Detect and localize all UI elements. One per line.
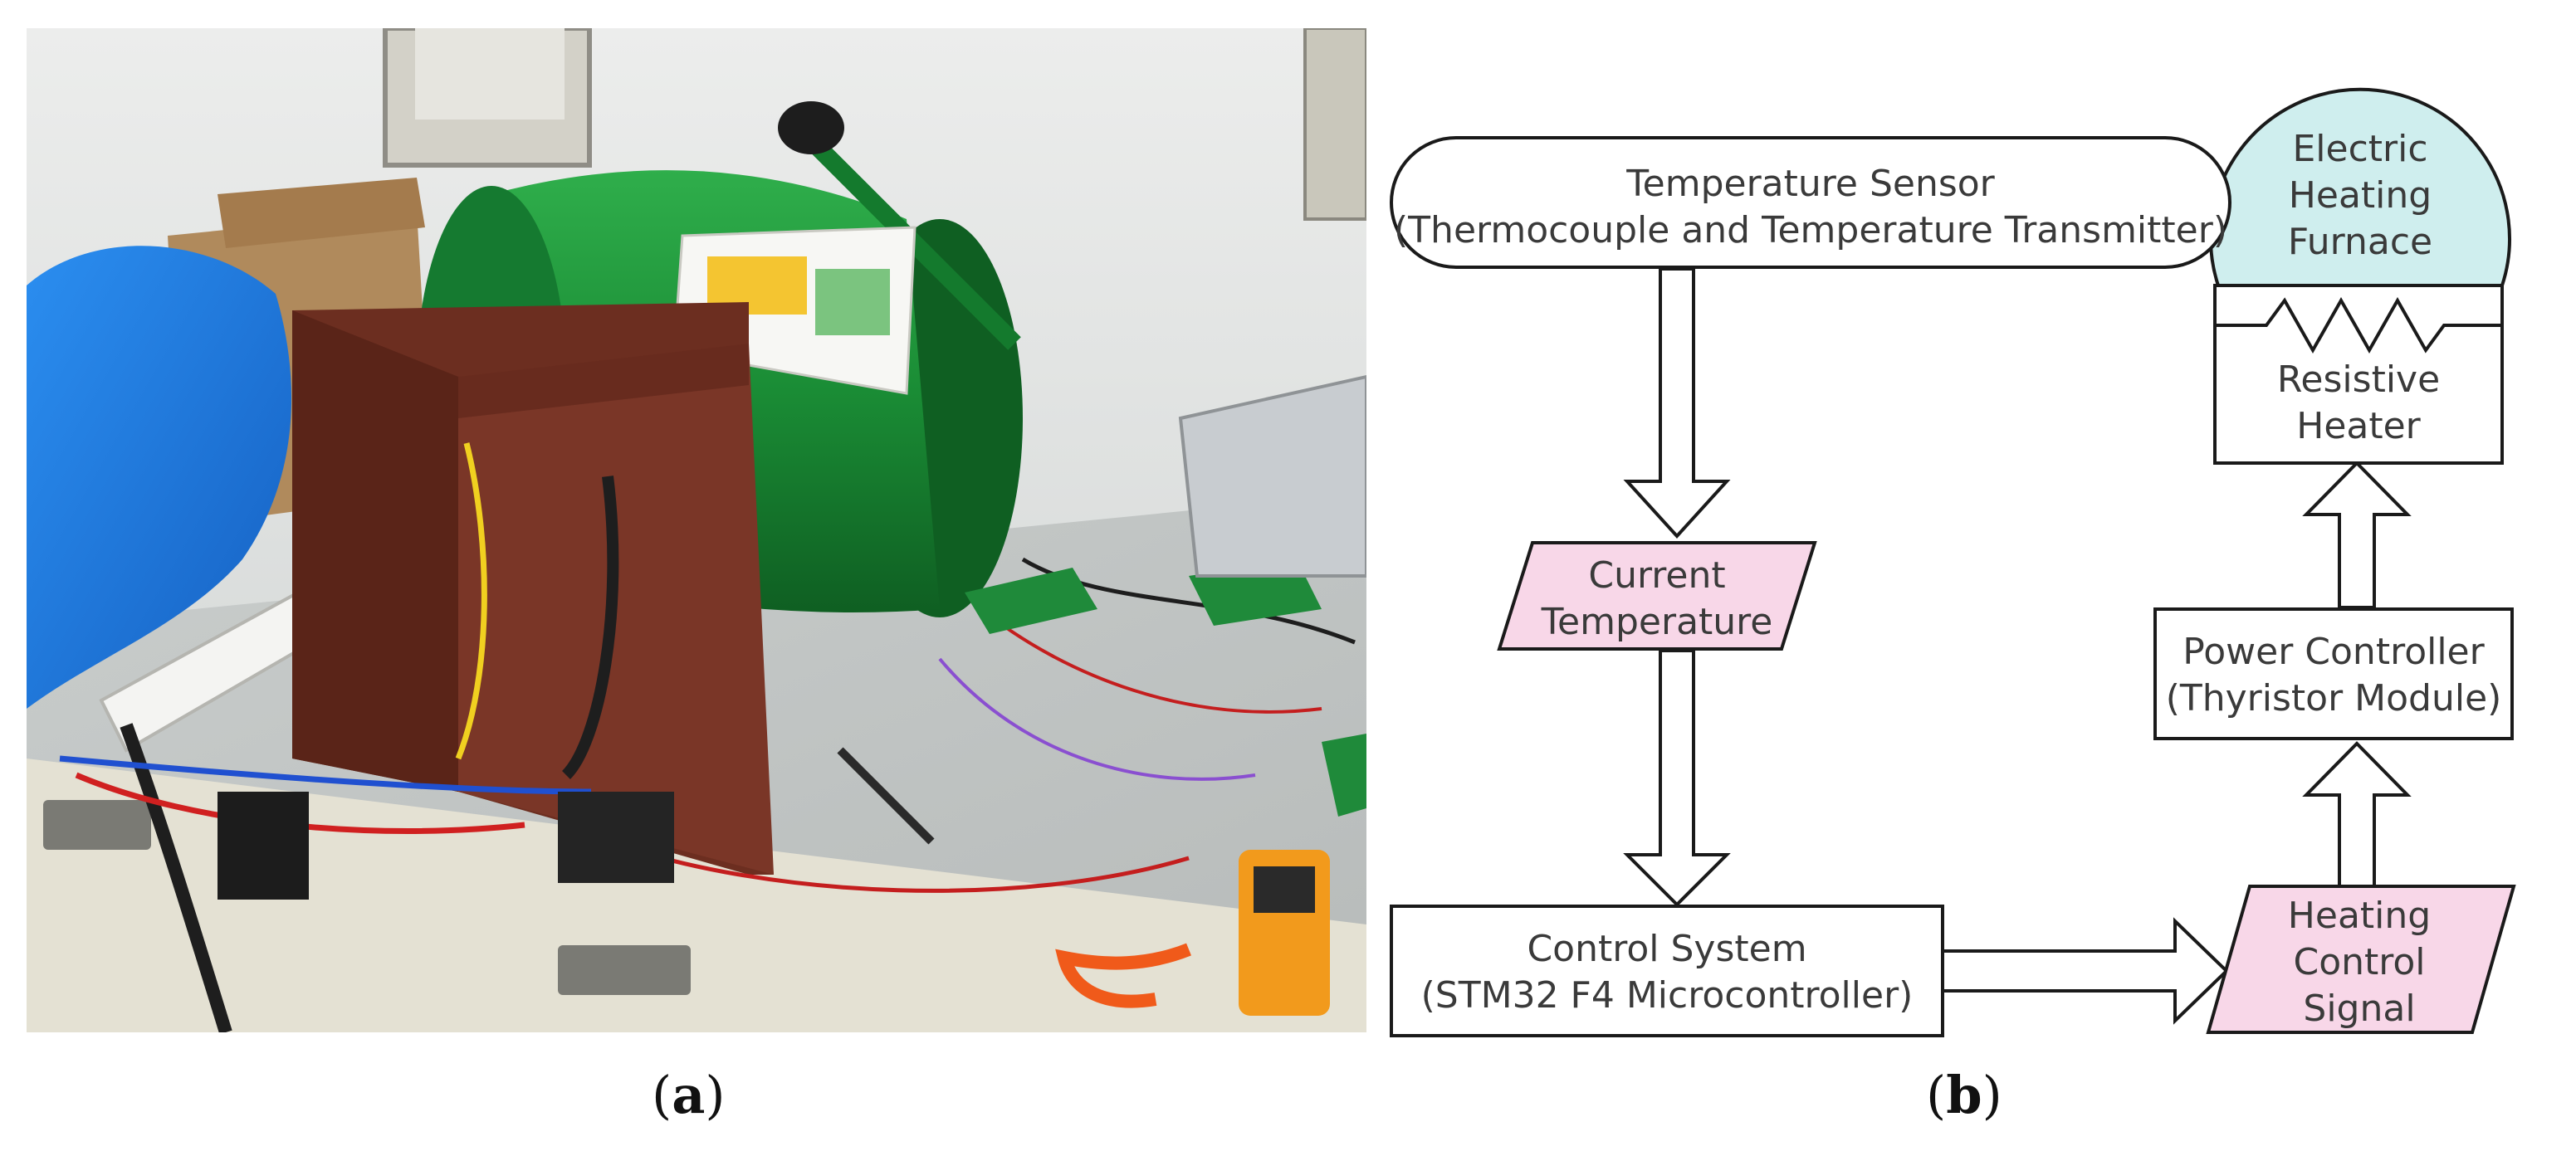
arrow-control-to-signal — [1941, 917, 2229, 1025]
temperature-sensor-box — [1390, 136, 2231, 269]
current-temperature-box — [1497, 541, 1817, 651]
furnace-line2: Heating — [2289, 174, 2432, 217]
sensor-line2: (Thermocouple and Temperature Transmitte… — [1394, 209, 2227, 251]
furnace-line3: Furnace — [2288, 221, 2432, 263]
current-temp-line2: Temperature — [1541, 601, 1773, 643]
control-system-line2: (STM32 F4 Microcontroller) — [1421, 974, 1914, 1017]
heating-signal-line2: Control — [2293, 941, 2425, 983]
heater-line1: Resistive — [2277, 359, 2440, 401]
heater-line2: Heater — [2296, 405, 2421, 447]
heating-signal-line1: Heating — [2288, 895, 2431, 937]
power-controller-line1: Power Controller — [2183, 631, 2485, 673]
arrow-power-to-heater — [2302, 461, 2412, 609]
arrow-signal-to-power — [2302, 741, 2412, 888]
resistor-zigzag-icon — [2215, 296, 2502, 354]
panel-b-label: (b) — [1926, 1065, 2002, 1125]
current-temp-line1: Current — [1588, 554, 1725, 597]
lab-bench-electric-furnace-photo-icon — [27, 28, 1366, 1032]
panel-a-label: (a) — [652, 1065, 726, 1125]
sensor-line1: Temperature Sensor — [1625, 163, 1995, 205]
arrow-current-temp-to-control — [1623, 649, 1731, 907]
control-system-box — [1390, 905, 1944, 1037]
power-controller-box — [2153, 607, 2514, 740]
power-controller-line2: (Thyristor Module) — [2166, 677, 2502, 719]
control-system-line1: Control System — [1527, 928, 1806, 970]
resistive-heater-box — [2213, 284, 2504, 465]
arrow-sensor-to-current-temp — [1623, 267, 1731, 539]
heating-signal-line3: Signal — [2303, 988, 2415, 1030]
heating-control-signal-box — [2206, 885, 2516, 1034]
furnace-line1: Electric — [2292, 128, 2427, 170]
